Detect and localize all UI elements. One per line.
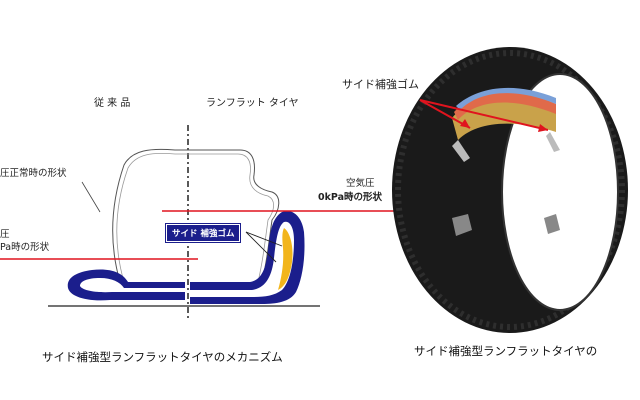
arrowhead-2 [538, 124, 548, 132]
caption-mechanism: サイド補強型ランフラットタイヤのメカニズム [42, 350, 283, 364]
label-zero-left-2: Pa時の形状 [0, 242, 50, 253]
label-normal-shape: 圧正常時の形状 [0, 168, 67, 179]
label-runflat: ランフラット タイヤ [206, 98, 299, 109]
label-zero-right-2: 0kPa時の形状 [318, 192, 383, 203]
side-reinforcement-rubber [278, 228, 293, 290]
leader-normal-shape [81, 181, 101, 213]
label-zero-left-1: 圧 [0, 229, 10, 240]
conventional-deflated-tire [67, 269, 185, 301]
label-zero-right-1: 空気圧 [346, 178, 375, 189]
label-conventional: 従 来 品 [94, 98, 131, 109]
leader-side-rubber-1 [245, 231, 283, 247]
runflat-tire-cutaway [392, 47, 628, 333]
conventional-inner [80, 278, 185, 293]
arrow-line-2 [419, 99, 549, 131]
caption-runflat-tire: サイド補強型ランフラットタイヤの [414, 344, 598, 358]
arrow-line-1 [419, 99, 471, 129]
label-side-rubber-box: サイド 補強ゴム [164, 223, 242, 243]
label-side-rubber-right: サイド補強ゴム [342, 78, 419, 91]
arrowhead-1 [460, 119, 470, 128]
normal-shape-outline [112, 148, 280, 283]
normal-shape-outline-inner [116, 152, 275, 283]
leader-side-rubber-2 [245, 231, 277, 263]
